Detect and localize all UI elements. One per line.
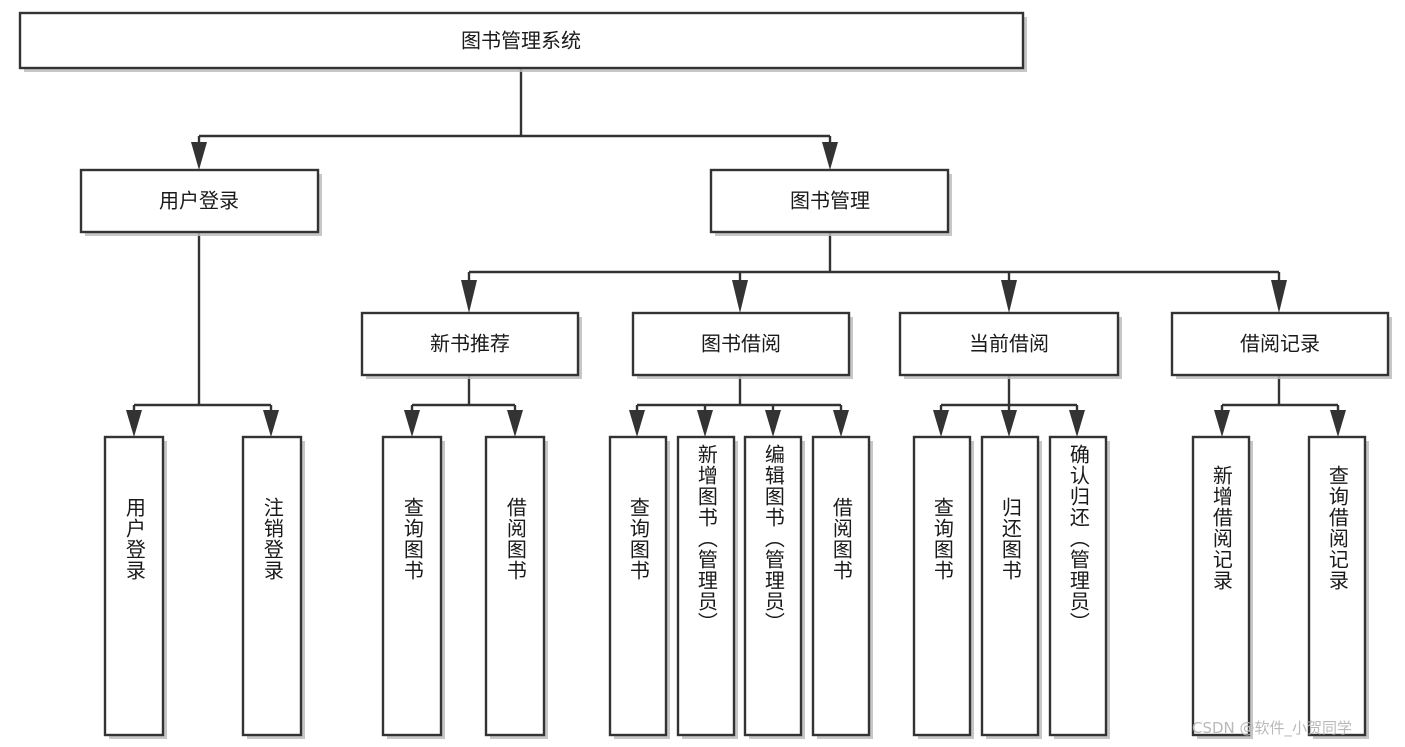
leaf-box-add-record[interactable] [1191, 435, 1251, 737]
arrow-head-new-book-recommend [461, 280, 477, 313]
leaf-box-borrow-books-1[interactable] [484, 435, 546, 737]
node-book-borrow[interactable]: 图书借阅 [631, 311, 851, 377]
arrow-head-current-borrow [1001, 280, 1017, 313]
arrow-head-leaf-query-books-3 [933, 410, 949, 437]
csdn-watermark: CSDN @软件_小贺同学 [1192, 719, 1352, 738]
arrow-head-user-login [191, 142, 207, 170]
node-borrow-record[interactable]: 借阅记录 [1170, 311, 1390, 377]
node-new-book-recommend[interactable]: 新书推荐 [360, 311, 580, 377]
arrow-head-leaf-borrow-books-2 [833, 410, 849, 437]
arrow-head-leaf-query-books-2 [629, 410, 645, 437]
node-current-borrow[interactable]: 当前借阅 [898, 311, 1120, 377]
arrow-head-leaf-query-record [1330, 410, 1346, 437]
leaf-box-query-books-1[interactable] [381, 435, 443, 737]
node-user-login[interactable]: 用户登录 [79, 168, 320, 234]
leaf-box-group [103, 435, 1367, 737]
leaf-box-query-books-3[interactable] [912, 435, 972, 737]
node-label-new-book-recommend: 新书推荐 [430, 332, 510, 356]
arrow-head-book-management [822, 142, 838, 170]
arrow-head-borrow-record [1271, 280, 1287, 313]
arrow-head-leaf-user-login [126, 410, 142, 437]
node-label-user-login: 用户登录 [159, 189, 239, 213]
arrow-head-leaf-edit-book [765, 410, 781, 437]
connector-layer [126, 68, 1346, 437]
arrow-head-leaf-add-book [697, 410, 713, 437]
leaf-box-user-login[interactable] [103, 435, 165, 737]
node-book-management-system[interactable]: 图书管理系统 [18, 11, 1025, 70]
arrow-head-leaf-logout-login [263, 410, 279, 437]
arrow-head-book-borrow [732, 280, 748, 313]
leaf-box-add-book[interactable] [676, 435, 736, 737]
node-label-borrow-record: 借阅记录 [1240, 332, 1320, 356]
node-label-book-borrow: 图书借阅 [701, 332, 781, 356]
leaf-box-edit-book[interactable] [743, 435, 803, 737]
leaf-box-query-books-2[interactable] [608, 435, 668, 737]
node-label-root: 图书管理系统 [461, 29, 581, 53]
node-layer: 图书管理系统 用户登录 图书管理 新书推荐 图书借阅 当前 [18, 11, 1390, 737]
leaf-box-query-record[interactable] [1307, 435, 1367, 737]
leaf-box-borrow-books-2[interactable] [811, 435, 871, 737]
arrow-head-leaf-add-record [1214, 410, 1230, 437]
arrow-head-leaf-query-books-1 [404, 410, 420, 437]
node-label-book-management: 图书管理 [790, 189, 870, 213]
node-book-management[interactable]: 图书管理 [709, 168, 950, 234]
node-label-current-borrow: 当前借阅 [969, 332, 1049, 356]
arrow-head-leaf-return-books [1001, 410, 1017, 437]
arrow-head-leaf-confirm-return [1069, 410, 1085, 437]
leaf-box-logout-login[interactable] [241, 435, 303, 737]
leaf-box-confirm-return[interactable] [1048, 435, 1108, 737]
leaf-box-return-books[interactable] [980, 435, 1040, 737]
arrow-head-leaf-borrow-books-1 [507, 410, 523, 437]
